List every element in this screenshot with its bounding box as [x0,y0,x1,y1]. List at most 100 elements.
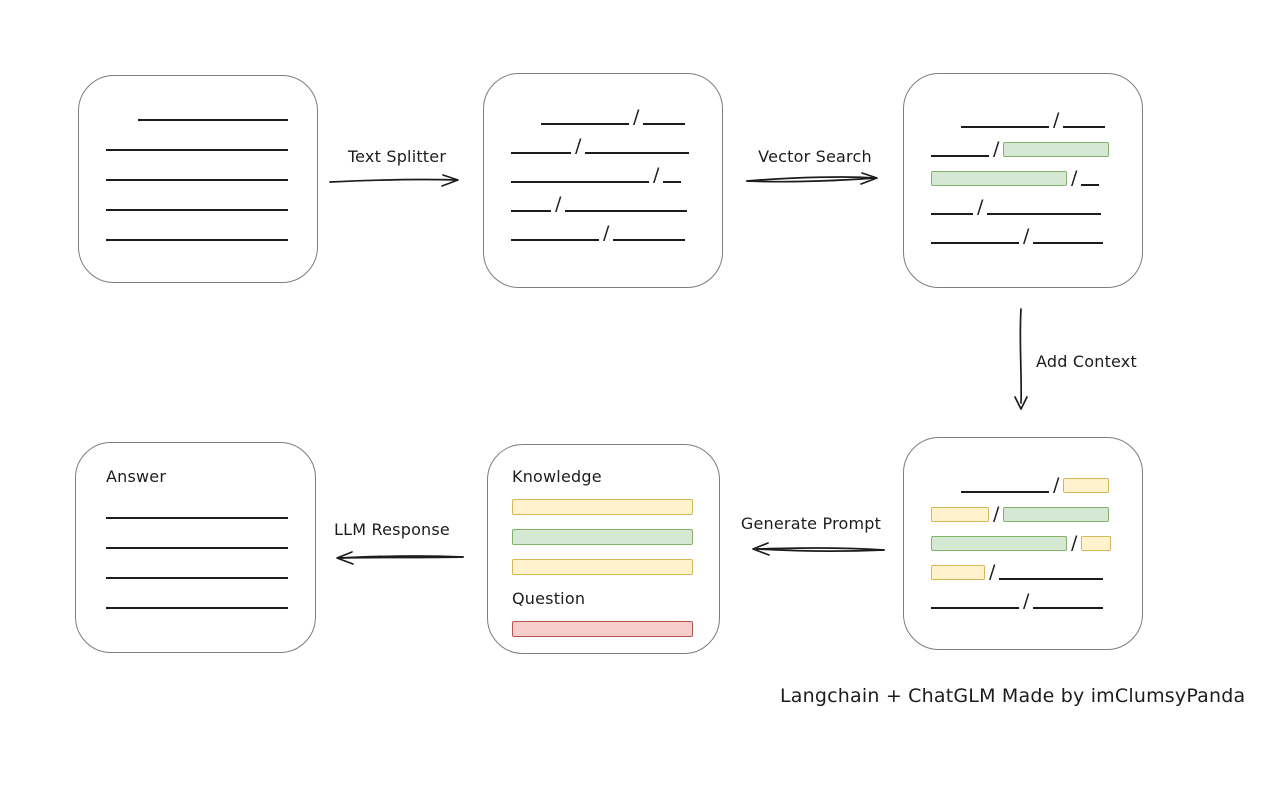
text-row: / [931,186,1126,217]
text-row: / [511,125,706,157]
node-answer: Answer [75,442,316,653]
text-row: / [931,157,1126,188]
question-bars [512,621,693,637]
add-context-arrow-label: Add Context [1036,352,1137,371]
split-chunk-rows: / / / / / [511,96,706,244]
text-line [106,209,288,211]
text-line [987,213,1102,215]
text-line [106,179,288,181]
text-line [541,123,629,125]
node-matched-chunks: ///// [903,73,1143,288]
slash-separator: / [1053,474,1060,496]
node-prompt: Knowledge Question [487,444,720,654]
slash-separator: / [1023,225,1030,247]
text-line [1081,184,1100,186]
matched-chunk-rows: ///// [931,99,1126,247]
yellow-highlight-chip [931,507,989,522]
text-row: / [931,464,1126,496]
slash-separator: / [555,193,562,215]
slash-separator: / [989,561,996,583]
llm-response-arrow [336,551,464,565]
generate-prompt-arrow-label: Generate Prompt [740,514,882,533]
slash-separator: / [575,135,582,157]
text-row: / [511,183,706,215]
text-line [613,239,686,241]
text-line [961,126,1049,128]
text-row [106,151,301,181]
yellow-bar [512,559,693,575]
text-line [663,181,682,183]
text-line [931,607,1019,609]
text-row: / [511,154,706,186]
text-splitter-arrow-label: Text Splitter [347,147,447,166]
slash-separator: / [1023,590,1030,612]
answer-label: Answer [106,467,167,486]
slash-separator: / [993,138,1000,160]
slash-separator: / [653,164,660,186]
answer-text-rows [106,489,299,609]
text-row: / [931,551,1126,583]
text-line [106,607,288,609]
yellow-highlight-chip [1063,478,1110,493]
document-text-rows [106,91,301,241]
text-row: / [511,96,706,128]
prompt-content: Knowledge Question [512,467,693,651]
text-line [643,123,686,125]
text-row: / [931,128,1126,160]
knowledge-bars [512,499,693,575]
green-highlight-chip [1003,142,1110,157]
text-line [1063,126,1106,128]
text-line [999,578,1104,580]
text-line [106,517,288,519]
text-line [511,239,599,241]
vector-search-arrow [746,172,878,185]
slash-separator: / [633,106,640,128]
node-context-chunks: ///// [903,437,1143,650]
text-row: / [931,99,1126,131]
text-row: / [931,493,1126,524]
text-line [931,242,1019,244]
text-line [511,152,571,154]
text-line [106,149,288,151]
text-line [106,547,288,549]
context-chunk-rows: ///// [931,464,1126,612]
green-highlight-chip [931,536,1067,551]
text-line [585,152,690,154]
text-line [931,155,989,157]
text-splitter-arrow [329,174,459,187]
text-row [106,181,301,211]
text-line [1033,607,1104,609]
add-context-arrow [1014,308,1028,410]
yellow-highlight-chip [1081,536,1112,551]
generate-prompt-arrow [752,542,885,556]
slash-separator: / [603,222,610,244]
text-row [106,519,299,549]
text-line [511,210,551,212]
text-row [106,211,301,241]
slash-separator: / [1053,109,1060,131]
question-label: Question [512,589,586,608]
text-row [106,489,299,519]
node-source-document [78,75,318,283]
text-row [106,579,299,609]
text-row [106,91,301,121]
text-row [106,549,299,579]
text-row: / [511,212,706,244]
knowledge-label: Knowledge [512,467,602,486]
yellow-highlight-chip [931,565,985,580]
text-row: / [931,215,1126,247]
text-line [511,181,649,183]
text-line [1033,242,1104,244]
text-line [961,491,1049,493]
text-line [106,577,288,579]
text-line [106,239,288,241]
llm-response-arrow-label: LLM Response [334,520,450,539]
yellow-bar [512,499,693,515]
green-highlight-chip [931,171,1067,186]
slash-separator: / [1071,532,1078,554]
text-line [931,213,973,215]
vector-search-arrow-label: Vector Search [758,147,872,166]
red-bar [512,621,693,637]
text-line [565,210,688,212]
